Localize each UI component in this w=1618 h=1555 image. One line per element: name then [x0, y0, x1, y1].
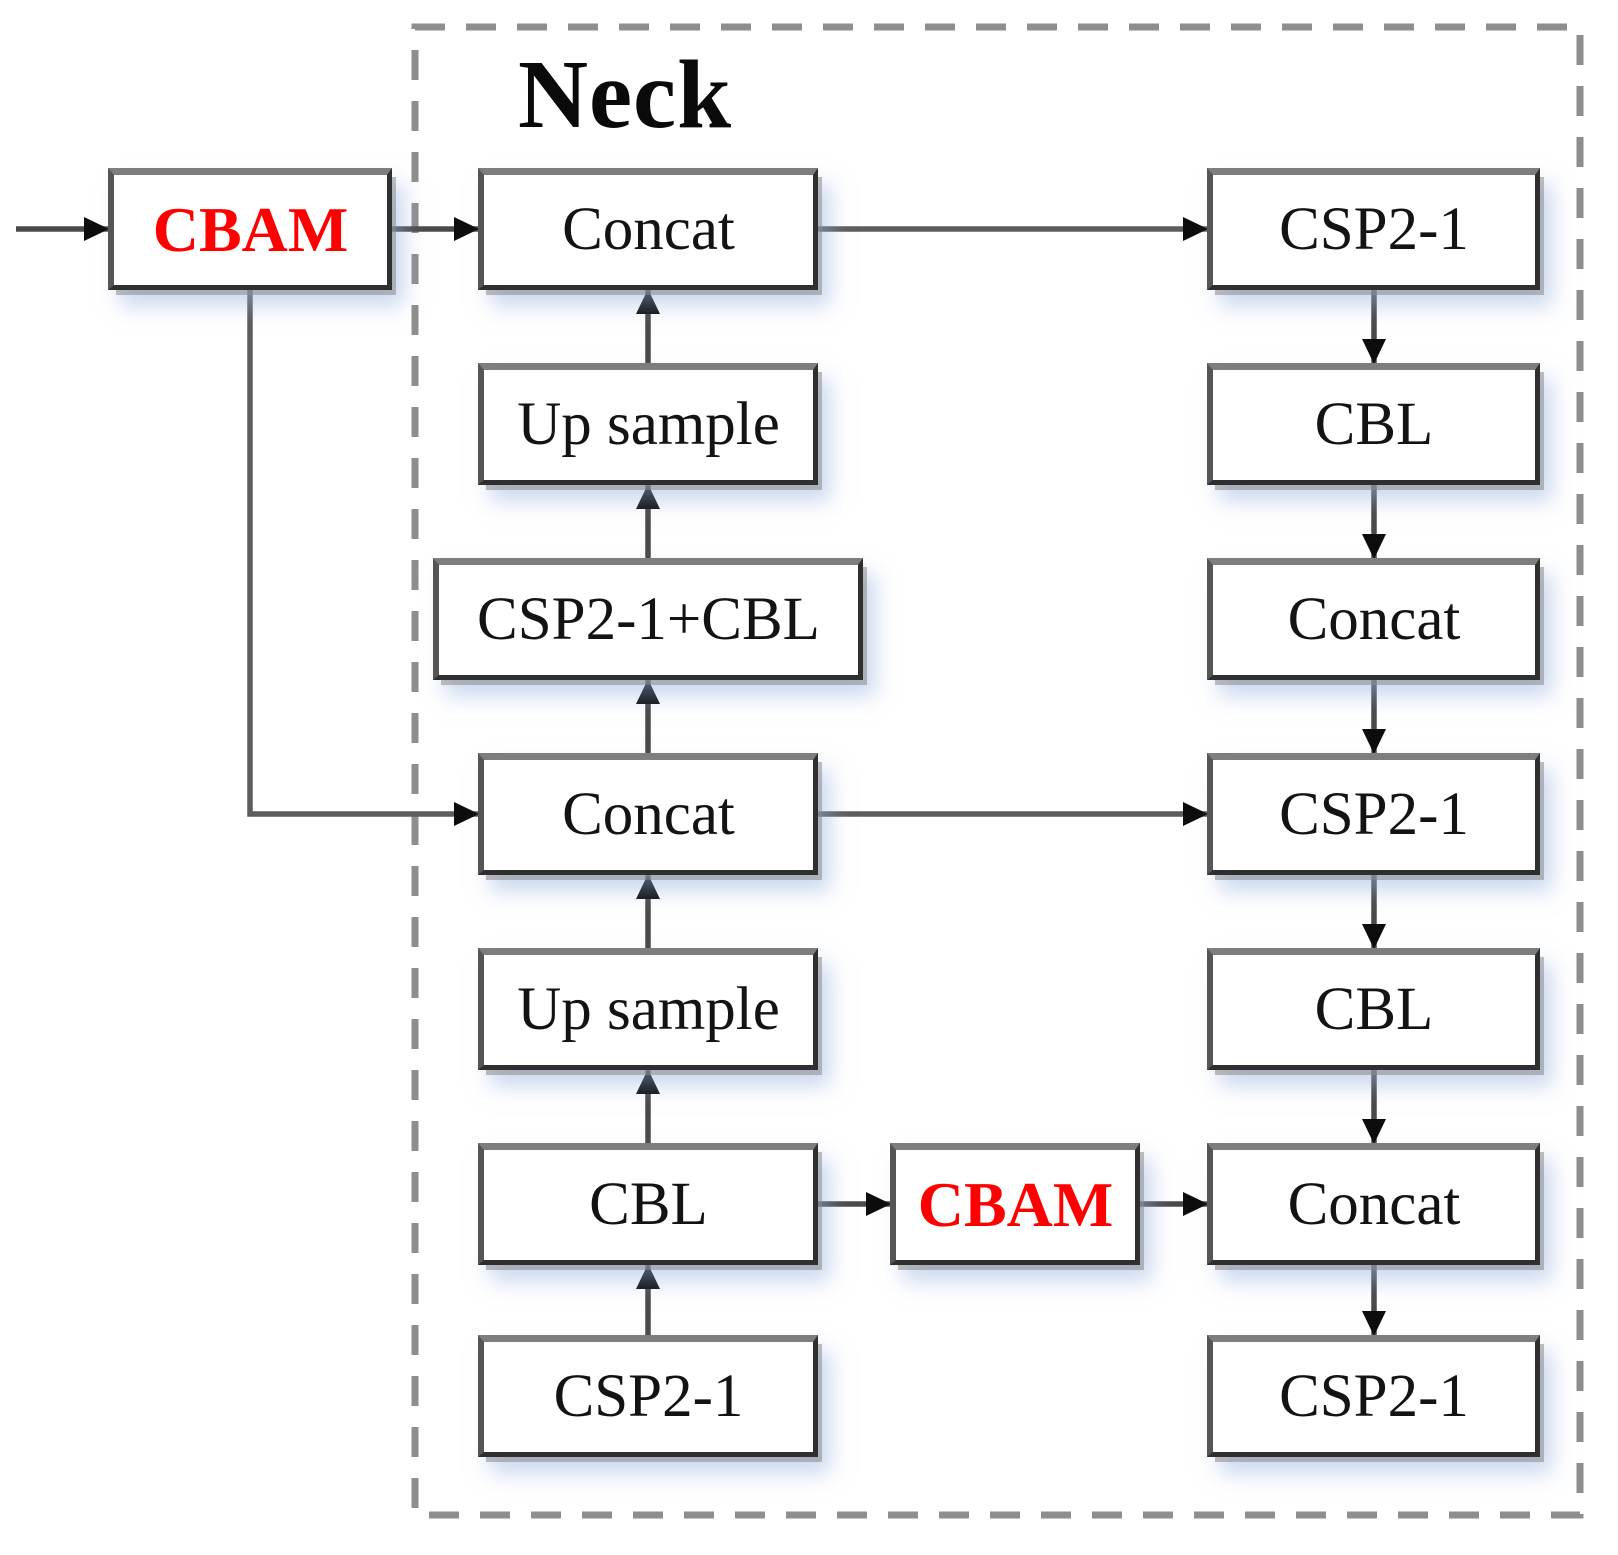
node-concat-left-1: Concat	[478, 168, 818, 290]
edge-cbam-to-concat-l4	[247, 290, 479, 826]
neck-dashed-region	[411, 23, 1584, 1519]
node-upsample-left-2: Up sample	[478, 948, 818, 1070]
node-cbl-left: CBL	[478, 1143, 818, 1265]
node-csp2-1-cbl: CSP2-1+CBL	[433, 558, 863, 680]
neck-title: Neck	[517, 41, 733, 148]
node-upsample-left-1: Up sample	[478, 363, 818, 485]
node-cbl-right-1: CBL	[1207, 363, 1540, 485]
node-csp2-1-right-3: CSP2-1	[1207, 1335, 1540, 1457]
node-csp2-1-right-2: CSP2-1	[1207, 753, 1540, 875]
node-concat-left-2: Concat	[478, 753, 818, 875]
node-cbl-right-2: CBL	[1207, 948, 1540, 1070]
node-cbam-input: CBAM	[108, 168, 392, 290]
node-concat-right-1: Concat	[1207, 558, 1540, 680]
node-csp2-1-left: CSP2-1	[478, 1335, 818, 1457]
node-concat-right-2: Concat	[1207, 1143, 1540, 1265]
node-csp2-1-right-1: CSP2-1	[1207, 168, 1540, 290]
node-cbam-middle: CBAM	[890, 1143, 1140, 1265]
